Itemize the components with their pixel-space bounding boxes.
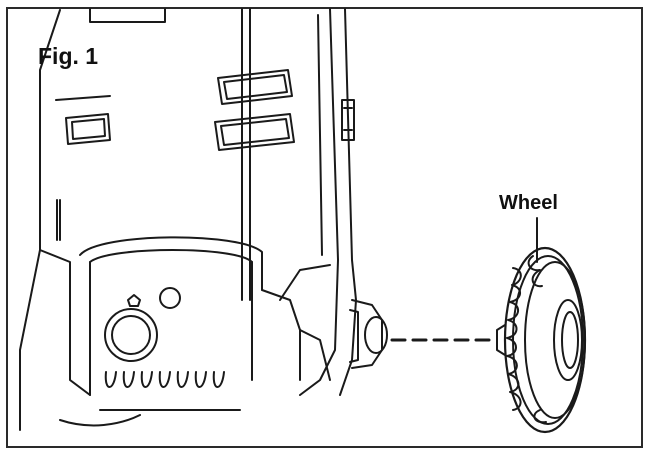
indicator-icon	[159, 287, 181, 309]
axle-stub	[349, 299, 388, 369]
pressure-knob	[104, 308, 158, 362]
vent-slot-left	[65, 113, 111, 145]
side-frame	[279, 8, 357, 396]
washer-body	[19, 8, 301, 431]
wheel-part	[496, 246, 587, 434]
vent-slot-upper-right	[217, 69, 293, 105]
wheel-callout-label: Wheel	[499, 192, 558, 214]
wheel-tread	[506, 267, 522, 411]
vent-slot-lower-right	[214, 113, 295, 151]
vent-grille	[104, 371, 225, 388]
figure-title: Fig. 1	[38, 43, 99, 69]
